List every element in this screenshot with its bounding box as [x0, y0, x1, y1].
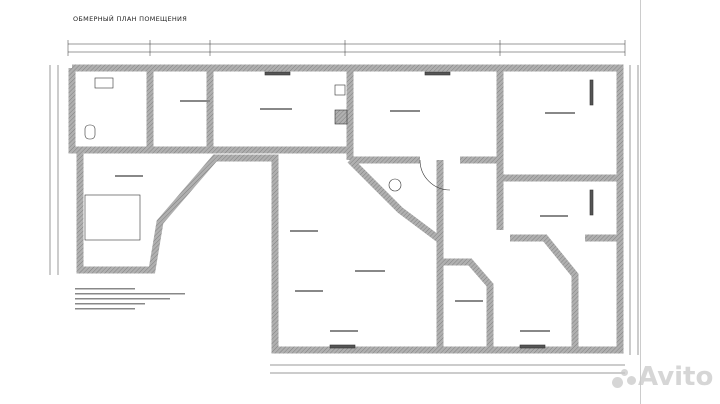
plan-title: ОБМЕРНЫЙ ПЛАН ПОМЕЩЕНИЯ [73, 15, 188, 23]
radiator [264, 71, 291, 76]
watermark-text: Avito [638, 362, 714, 392]
toilet [84, 124, 96, 140]
radiator [589, 79, 594, 106]
sheet-border [640, 0, 641, 404]
sink [94, 77, 114, 89]
dimension-lines [49, 40, 639, 374]
radiator [589, 189, 594, 216]
fixtures [84, 71, 594, 349]
wall [440, 258, 494, 350]
radiator [329, 344, 356, 349]
watermark: Avito [612, 362, 713, 392]
door-swing [419, 159, 451, 191]
room-annotations [75, 100, 575, 332]
walls [68, 64, 624, 354]
wall [347, 157, 444, 350]
boiler [334, 84, 346, 96]
radiator [424, 71, 451, 76]
avito-logo-icon [612, 367, 636, 389]
toilet [388, 178, 402, 192]
radiator [519, 344, 546, 349]
bathtub [84, 194, 141, 241]
stove [334, 109, 348, 125]
wall [510, 234, 579, 350]
